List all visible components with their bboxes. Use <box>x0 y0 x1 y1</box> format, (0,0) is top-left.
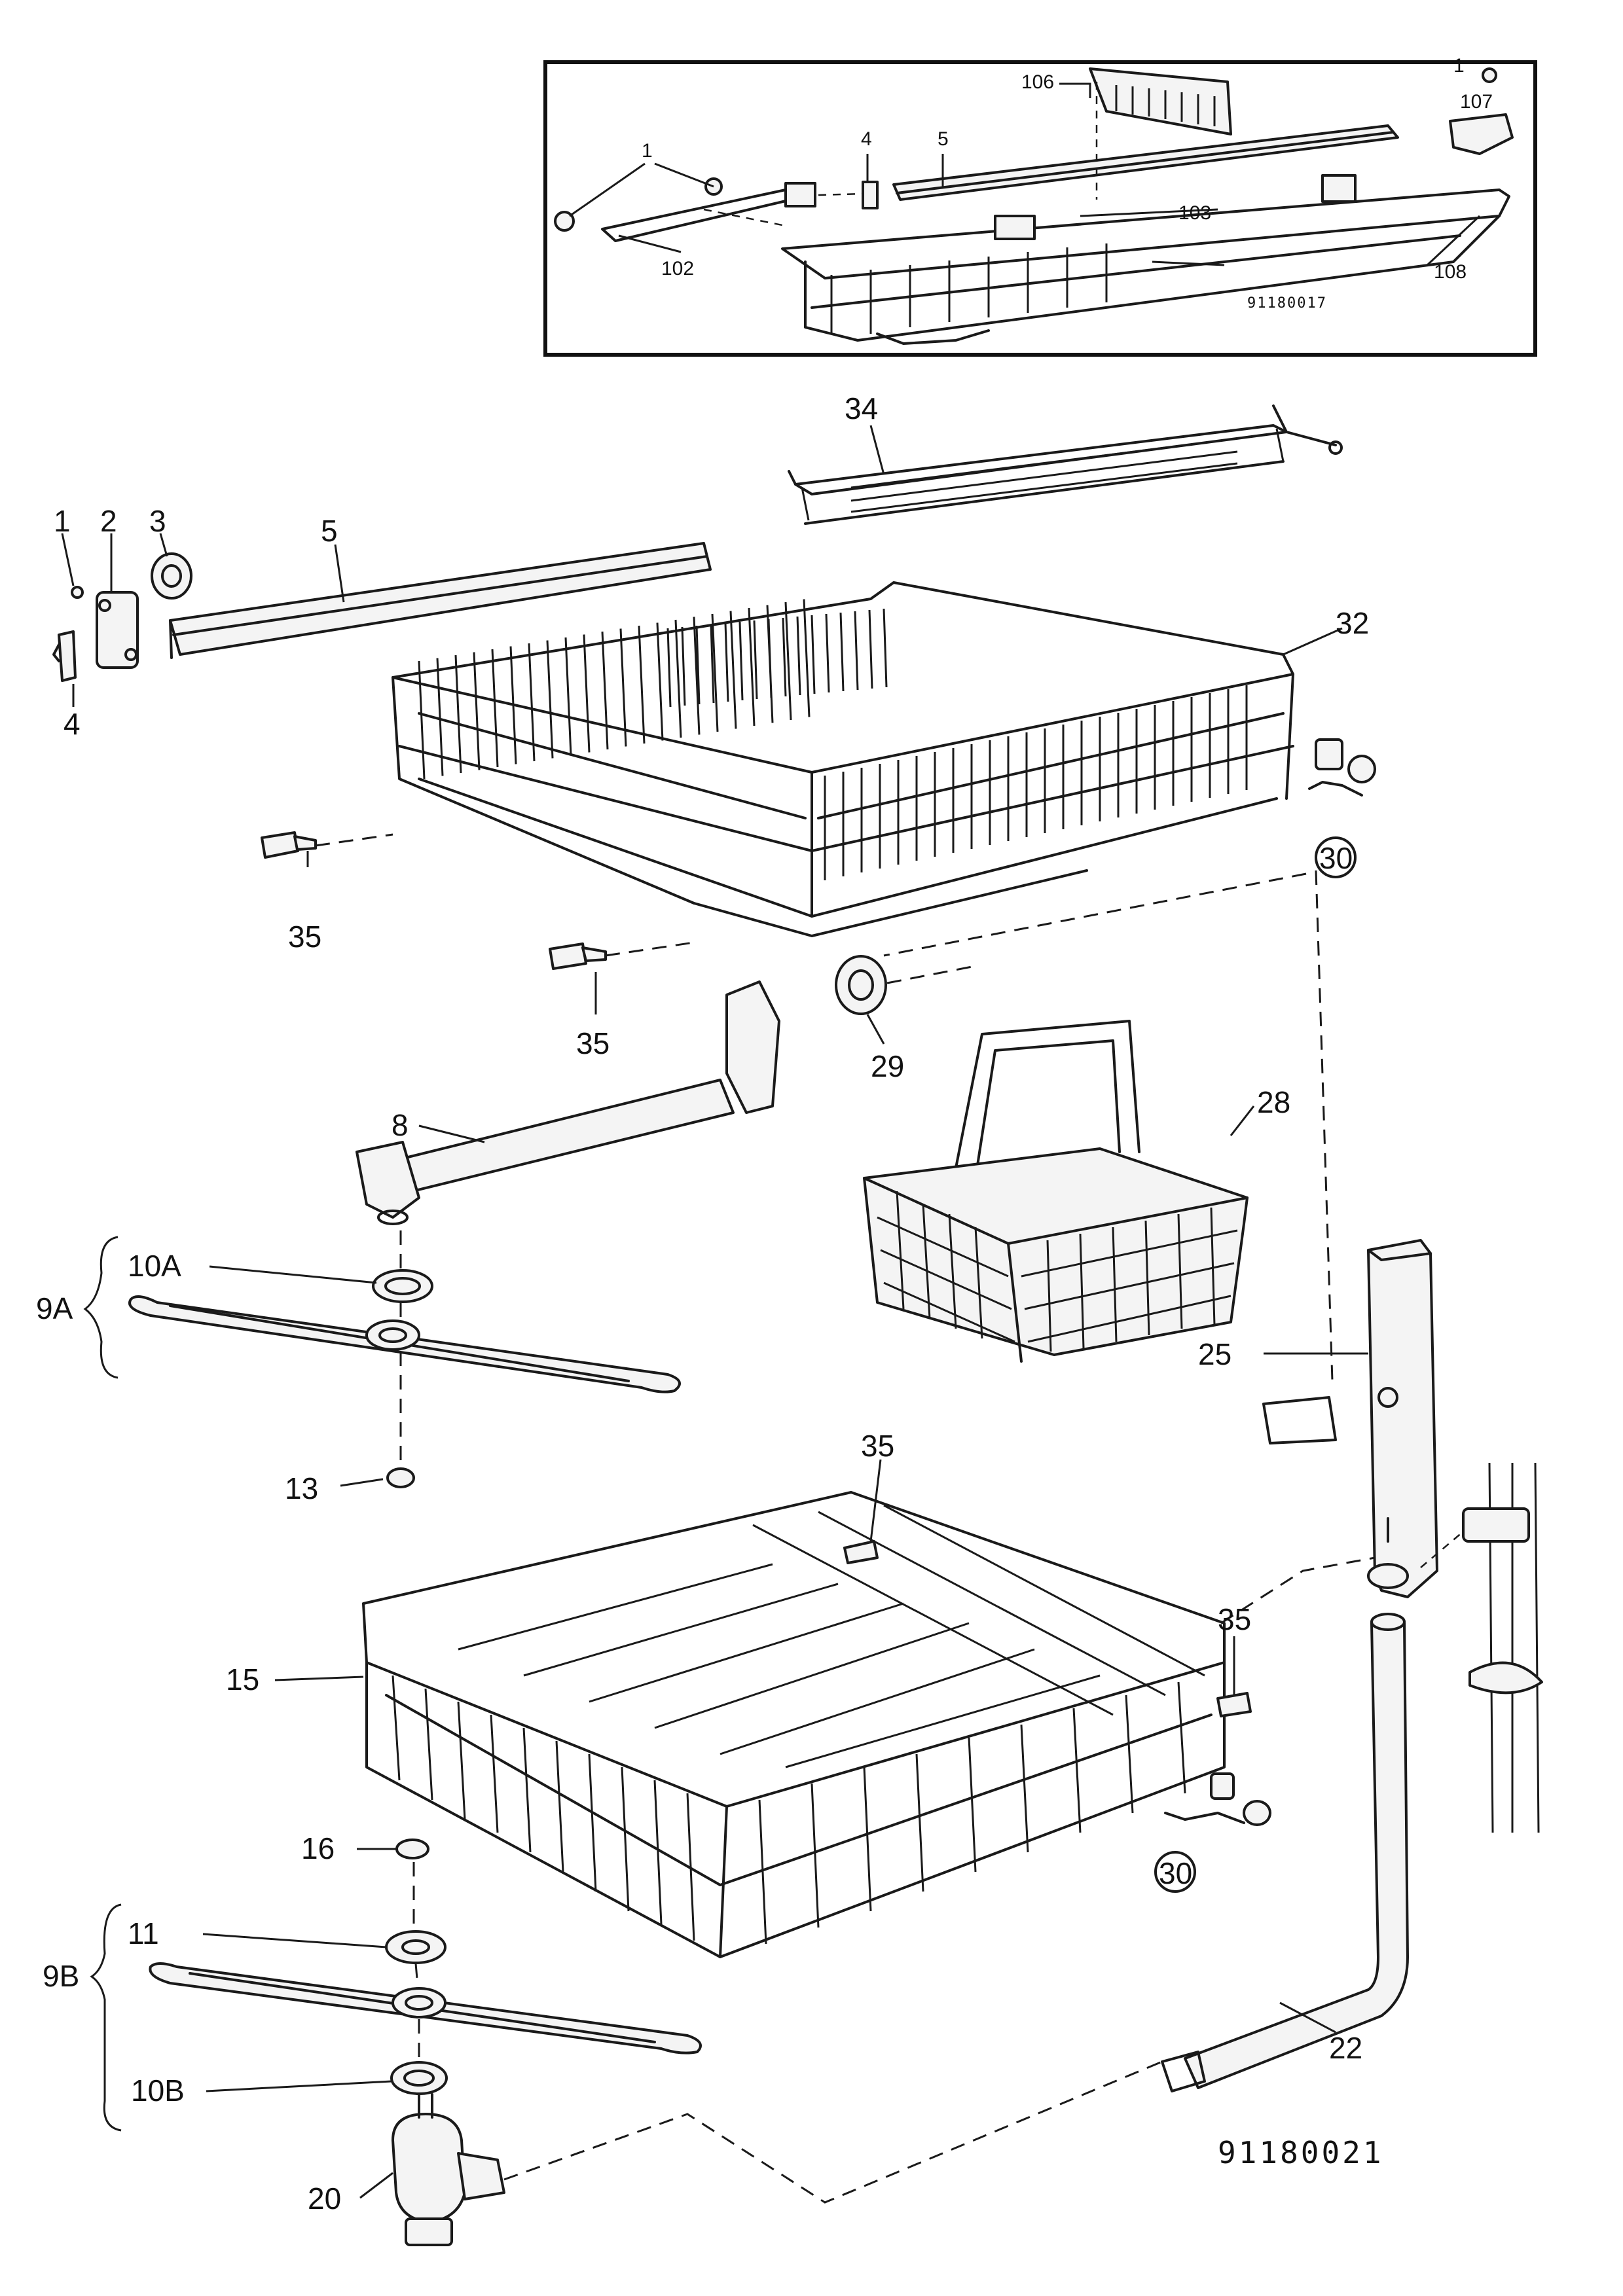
connection-line <box>1220 1556 1376 1624</box>
stud-35-lower-right <box>1216 1692 1252 1717</box>
label-1: 1 <box>54 504 71 538</box>
inset-label: 1 <box>1453 55 1465 77</box>
upper-spray-arm-9A <box>128 1295 681 1393</box>
cutlery-basket-28 <box>863 1020 1249 1363</box>
inset-clip-4 <box>862 181 879 209</box>
lower-spray-arm-9B <box>149 1962 702 2054</box>
label-32: 32 <box>1336 606 1369 640</box>
lower-basket-15 <box>362 1491 1226 1958</box>
label-15: 15 <box>226 1662 259 1696</box>
inset-frame <box>543 60 1537 357</box>
inset-divider-106 <box>1089 67 1232 135</box>
label-34: 34 <box>845 391 878 425</box>
leader-lines <box>61 425 1368 2199</box>
label-30-upper: 30 <box>1319 841 1353 875</box>
label-30-lower: 30 <box>1159 1856 1192 1890</box>
label-22: 22 <box>1329 2031 1362 2065</box>
seal-10A <box>372 1269 433 1303</box>
label-5: 5 <box>321 514 338 548</box>
label-2: 2 <box>100 504 117 538</box>
label-9A: 9A <box>36 1291 73 1325</box>
label-16: 16 <box>301 1831 335 1865</box>
inset-arm-102 <box>554 177 816 242</box>
roller-bracket-2 <box>96 591 139 669</box>
upper-basket-32 <box>392 581 1294 937</box>
feed-pipe-22 <box>1161 1613 1409 2092</box>
spray-arm-feed-8 <box>356 980 780 1225</box>
connection-line <box>886 964 979 984</box>
label-13: 13 <box>285 1471 318 1505</box>
label-35-upper-left: 35 <box>288 920 321 954</box>
connection-line <box>412 1862 420 2114</box>
nut-16 <box>395 1839 429 1859</box>
connection-line <box>1315 870 1334 1382</box>
pump-connector-20 <box>392 2093 505 2246</box>
inset-rail-5 <box>892 124 1399 201</box>
connection-line <box>315 833 393 847</box>
inset-label: 103 <box>1178 202 1211 224</box>
inset-roller-107 <box>1449 67 1514 155</box>
clip-4 <box>52 630 77 682</box>
inset-label: 5 <box>938 128 949 150</box>
label-8: 8 <box>392 1108 409 1142</box>
label-9B: 9B <box>43 1959 79 1993</box>
label-4: 4 <box>64 707 81 741</box>
hub-11 <box>385 1930 447 1964</box>
label-10A: 10A <box>128 1249 181 1283</box>
label-35-lower-top: 35 <box>861 1429 894 1463</box>
inset-detail: 106 1 1 4 5 107 102 103 108 91180017 <box>543 55 1537 357</box>
rail-5 <box>169 542 712 659</box>
connection-line <box>605 941 695 957</box>
inset-label: 106 <box>1021 71 1054 93</box>
inset-label: 108 <box>1434 261 1467 283</box>
inset-drawing-number: 91180017 <box>1247 295 1327 312</box>
inset-basket-108 <box>781 174 1510 345</box>
nut-13 <box>386 1467 415 1488</box>
roller-clip-30-upper <box>1308 738 1376 878</box>
roller-clip-30-lower <box>1154 1772 1271 1893</box>
label-10B: 10B <box>131 2073 185 2108</box>
label-11: 11 <box>128 1916 159 1950</box>
inset-label: 1 <box>642 140 653 162</box>
drawing-number: 91180021 <box>1218 2135 1384 2170</box>
label-20: 20 <box>308 2181 341 2215</box>
label-35-lower-right: 35 <box>1218 1602 1251 1636</box>
stud-35-lower-top <box>843 1540 879 1564</box>
hub-11-inner <box>401 1939 430 1955</box>
water-conduit-25 <box>1262 1239 1438 1598</box>
seal-10A-inner <box>384 1277 421 1295</box>
stud-35-upper-left <box>261 831 317 859</box>
screw-1 <box>71 586 84 599</box>
wheel-29 <box>835 955 887 1015</box>
wheel-3 <box>151 552 192 600</box>
seal-10B-inner <box>403 2070 435 2087</box>
connection-line <box>883 872 1307 957</box>
cup-shelf-34 <box>788 404 1343 525</box>
label-25: 25 <box>1198 1337 1231 1371</box>
inset-label: 102 <box>661 258 694 279</box>
label-28: 28 <box>1257 1085 1290 1119</box>
connection-line <box>503 2060 1163 2204</box>
mount-bracket <box>1420 1462 1543 1833</box>
label-35-middle: 35 <box>576 1026 610 1060</box>
inset-label: 107 <box>1460 91 1493 113</box>
label-3: 3 <box>149 504 166 538</box>
label-29: 29 <box>871 1049 904 1083</box>
seal-10B <box>390 2061 448 2095</box>
inset-label: 4 <box>861 128 872 150</box>
stud-35-middle <box>549 942 607 970</box>
